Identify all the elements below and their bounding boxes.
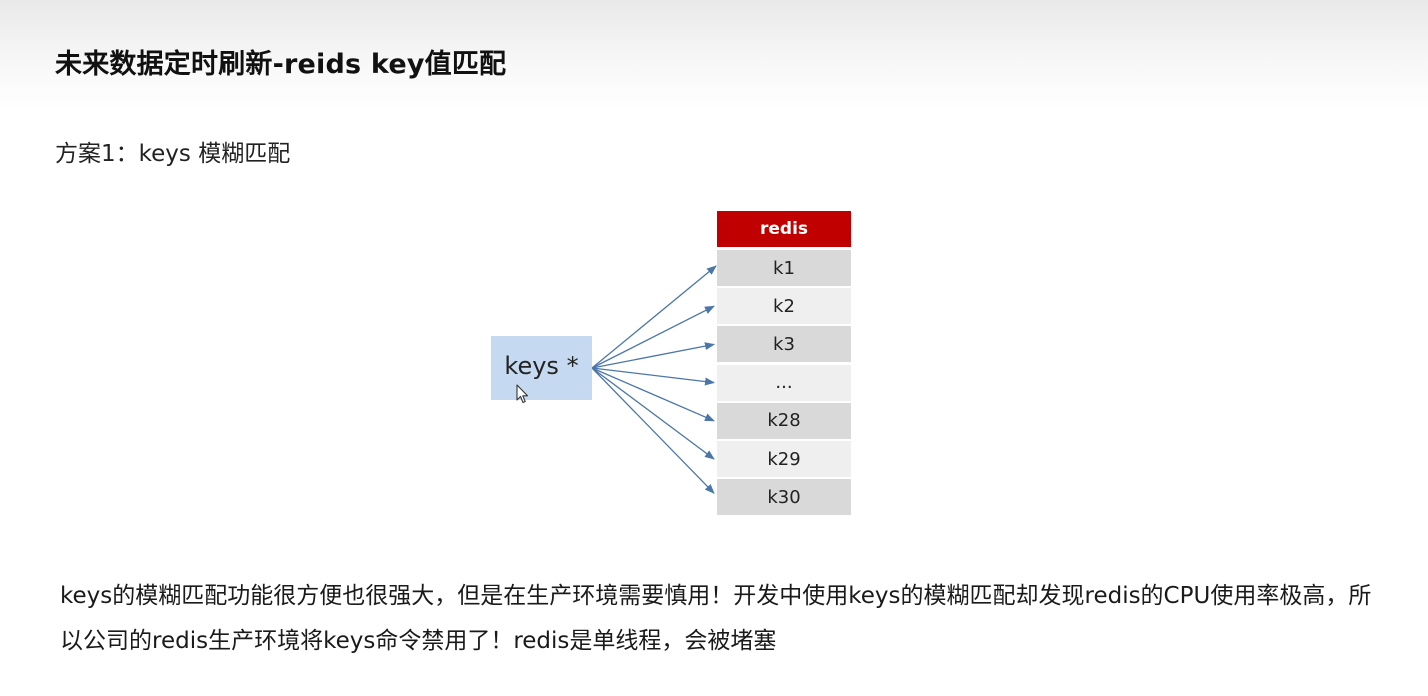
keys-arrow <box>591 367 715 494</box>
redis-store-header: redis <box>717 211 851 247</box>
redis-key-cell: k29 <box>717 441 851 477</box>
redis-key-cell: ... <box>717 364 851 401</box>
redis-key-cell: k28 <box>717 402 851 439</box>
redis-key-cell: k3 <box>717 326 851 363</box>
description-text: keys的模糊匹配功能很方便也很强大，但是在生产环境需要慎用！开发中使用keys… <box>60 583 1372 654</box>
mouse-pointer-icon <box>516 384 529 404</box>
keys-command-label: keys * <box>504 352 579 380</box>
title-band <box>0 0 1428 110</box>
keys-arrow <box>591 367 715 386</box>
keys-arrow <box>591 265 717 369</box>
scheme-heading: 方案1：keys 模糊匹配 <box>55 141 291 167</box>
redis-key-cell: k1 <box>717 250 851 286</box>
keys-arrow <box>591 367 715 422</box>
keys-command-box: keys * <box>491 336 592 400</box>
keys-arrow <box>591 305 715 369</box>
keys-arrow <box>591 367 715 460</box>
redis-key-cell: k2 <box>717 288 851 325</box>
slide-title: 未来数据定时刷新-reids key值匹配 <box>55 49 507 80</box>
redis-key-cell: k30 <box>717 479 851 516</box>
keys-arrow <box>591 342 715 369</box>
